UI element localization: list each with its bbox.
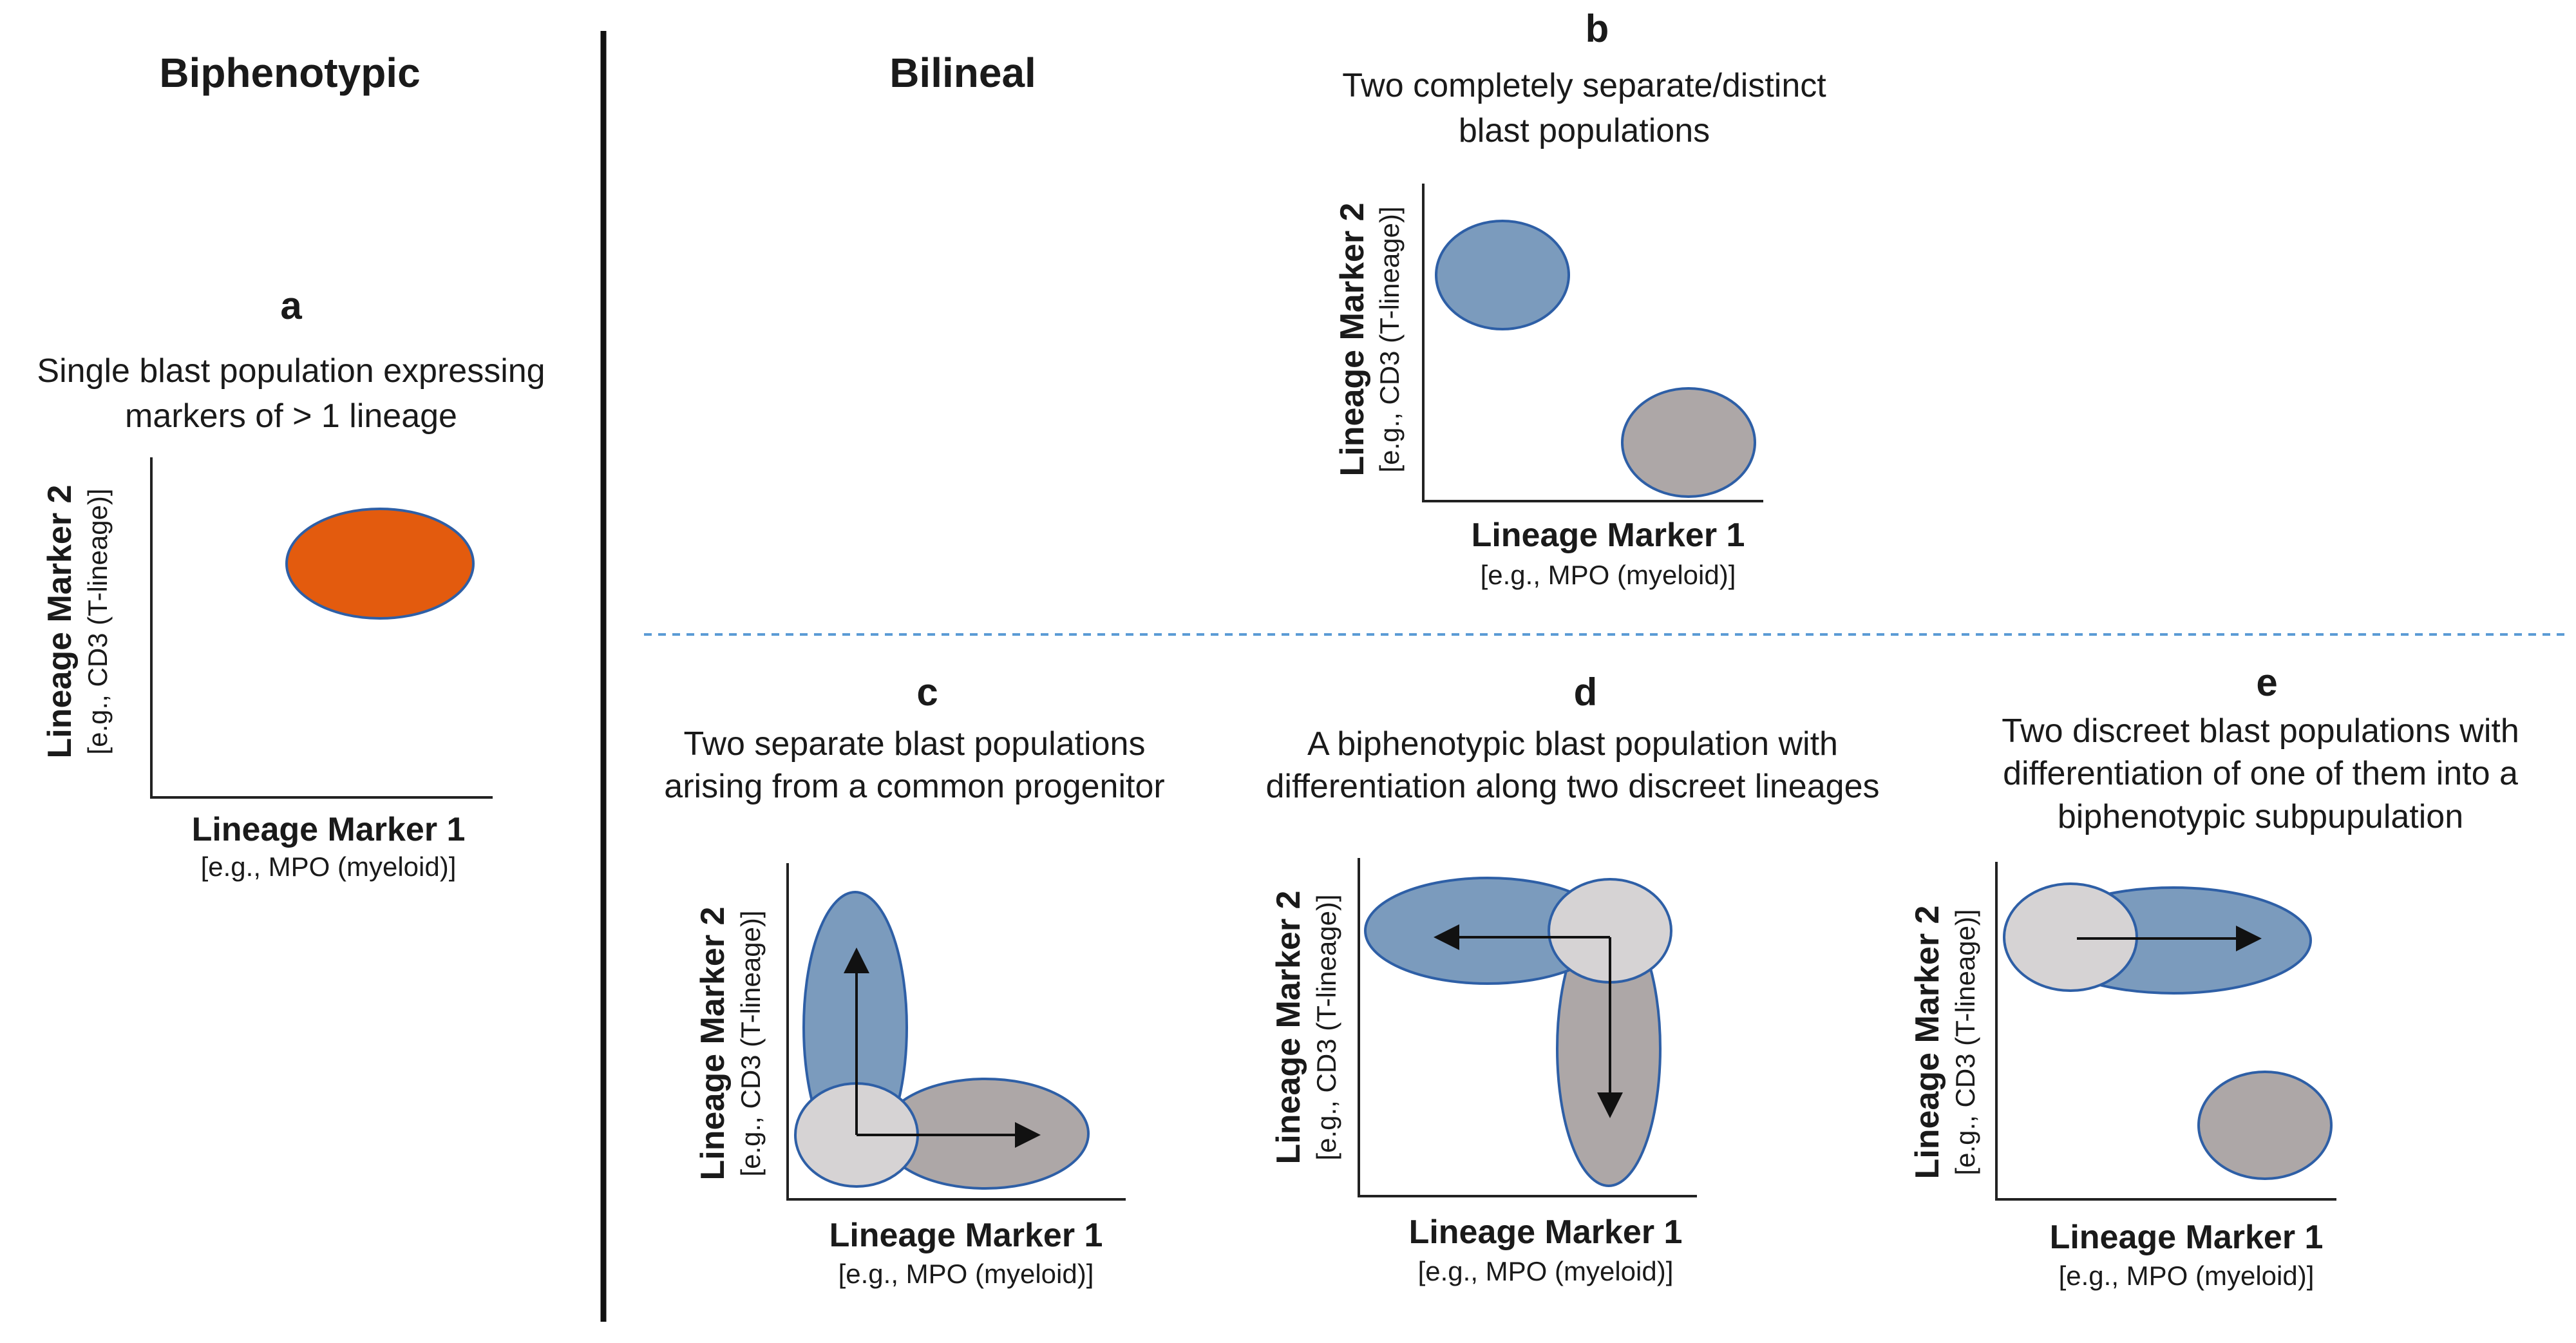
panel-b-axes: [1422, 184, 1763, 502]
panel-c: c Two separate blast populations arising…: [664, 671, 1164, 1289]
panel-d-letter: d: [1574, 671, 1598, 714]
panel-b-x-title: Lineage Marker 1: [1472, 517, 1745, 554]
panel-c-axes: [786, 863, 1126, 1201]
panel-d-y-title: Lineage Marker 2: [1270, 891, 1307, 1165]
panel-a-desc-line-1: Single blast population expressing: [37, 352, 545, 390]
panel-d-x-sub: [e.g., MPO (myeloid)]: [1418, 1256, 1674, 1286]
panel-a-axes: [150, 457, 493, 799]
panel-c-letter: c: [916, 671, 938, 714]
panel-b-y-title: Lineage Marker 2: [1334, 203, 1371, 477]
panel-d-desc-line-2: differentiation along two discreet linea…: [1266, 768, 1880, 805]
panel-b-desc-line-2: blast populations: [1459, 112, 1710, 149]
panel-e-desc-line-1: Two discreet blast populations with: [2002, 712, 2519, 750]
panel-a-y-sub: [e.g., CD3 (T-lineage)]: [82, 488, 113, 754]
panel-b-desc-line-1: Two completely separate/distinct: [1342, 67, 1826, 104]
heading-bilineal: Bilineal: [889, 50, 1036, 96]
panel-d: d A biphenotypic blast population with d…: [1266, 671, 1880, 1286]
panel-c-desc-line-1: Two separate blast populations: [684, 725, 1146, 763]
panel-a-x-sub: [e.g., MPO (myeloid)]: [201, 852, 457, 882]
panel-c-desc-line-2: arising from a common progenitor: [664, 768, 1164, 805]
panel-c-x-title: Lineage Marker 1: [829, 1217, 1103, 1254]
panel-e-y-title: Lineage Marker 2: [1909, 906, 1946, 1179]
panel-b-letter: b: [1586, 7, 1609, 50]
panel-a-orange-population: [285, 508, 475, 620]
panel-a-letter: a: [280, 284, 302, 327]
panel-b-blue-population: [1435, 220, 1570, 330]
panel-a: a Single blast population expressing mar…: [37, 284, 545, 882]
panel-c-x-sub: [e.g., MPO (myeloid)]: [838, 1259, 1094, 1289]
heading-biphenotypic: Biphenotypic: [159, 50, 420, 96]
panel-d-desc-line-1: A biphenotypic blast population with: [1307, 725, 1838, 763]
panel-b-gray-population: [1621, 387, 1756, 498]
panel-b-y-sub: [e.g., CD3 (T-lineage)]: [1374, 206, 1405, 472]
panel-a-x-title: Lineage Marker 1: [192, 811, 466, 848]
panel-e-desc-line-2: differentiation of one of them into a: [2003, 755, 2518, 792]
panel-e-desc-line-3: biphenotypic subpupulation: [2058, 798, 2463, 835]
panel-e-letter: e: [2256, 661, 2277, 704]
panel-d-x-title: Lineage Marker 1: [1409, 1214, 1683, 1251]
panel-c-y-sub: [e.g., CD3 (T-lineage)]: [735, 910, 766, 1176]
panel-d-y-sub: [e.g., CD3 (T-lineage)]: [1311, 894, 1341, 1160]
panel-b: b Two completely separate/distinct blast…: [1334, 7, 1826, 590]
panel-a-y-title: Lineage Marker 2: [41, 485, 79, 759]
panel-e-axes: [1995, 862, 2336, 1201]
panel-a-desc-line-2: markers of > 1 lineage: [125, 397, 457, 435]
panel-d-axes: [1358, 858, 1697, 1197]
panel-c-y-title: Lineage Marker 2: [694, 907, 732, 1181]
panel-e-x-title: Lineage Marker 1: [2050, 1219, 2324, 1256]
panel-e-x-sub: [e.g., MPO (myeloid)]: [2059, 1261, 2315, 1291]
panel-e-gray-population: [2197, 1071, 2333, 1180]
panel-b-x-sub: [e.g., MPO (myeloid)]: [1481, 560, 1736, 590]
panel-e: e Two discreet blast populations with di…: [1909, 661, 2519, 1291]
panel-e-y-sub: [e.g., CD3 (T-lineage)]: [1950, 909, 1980, 1175]
